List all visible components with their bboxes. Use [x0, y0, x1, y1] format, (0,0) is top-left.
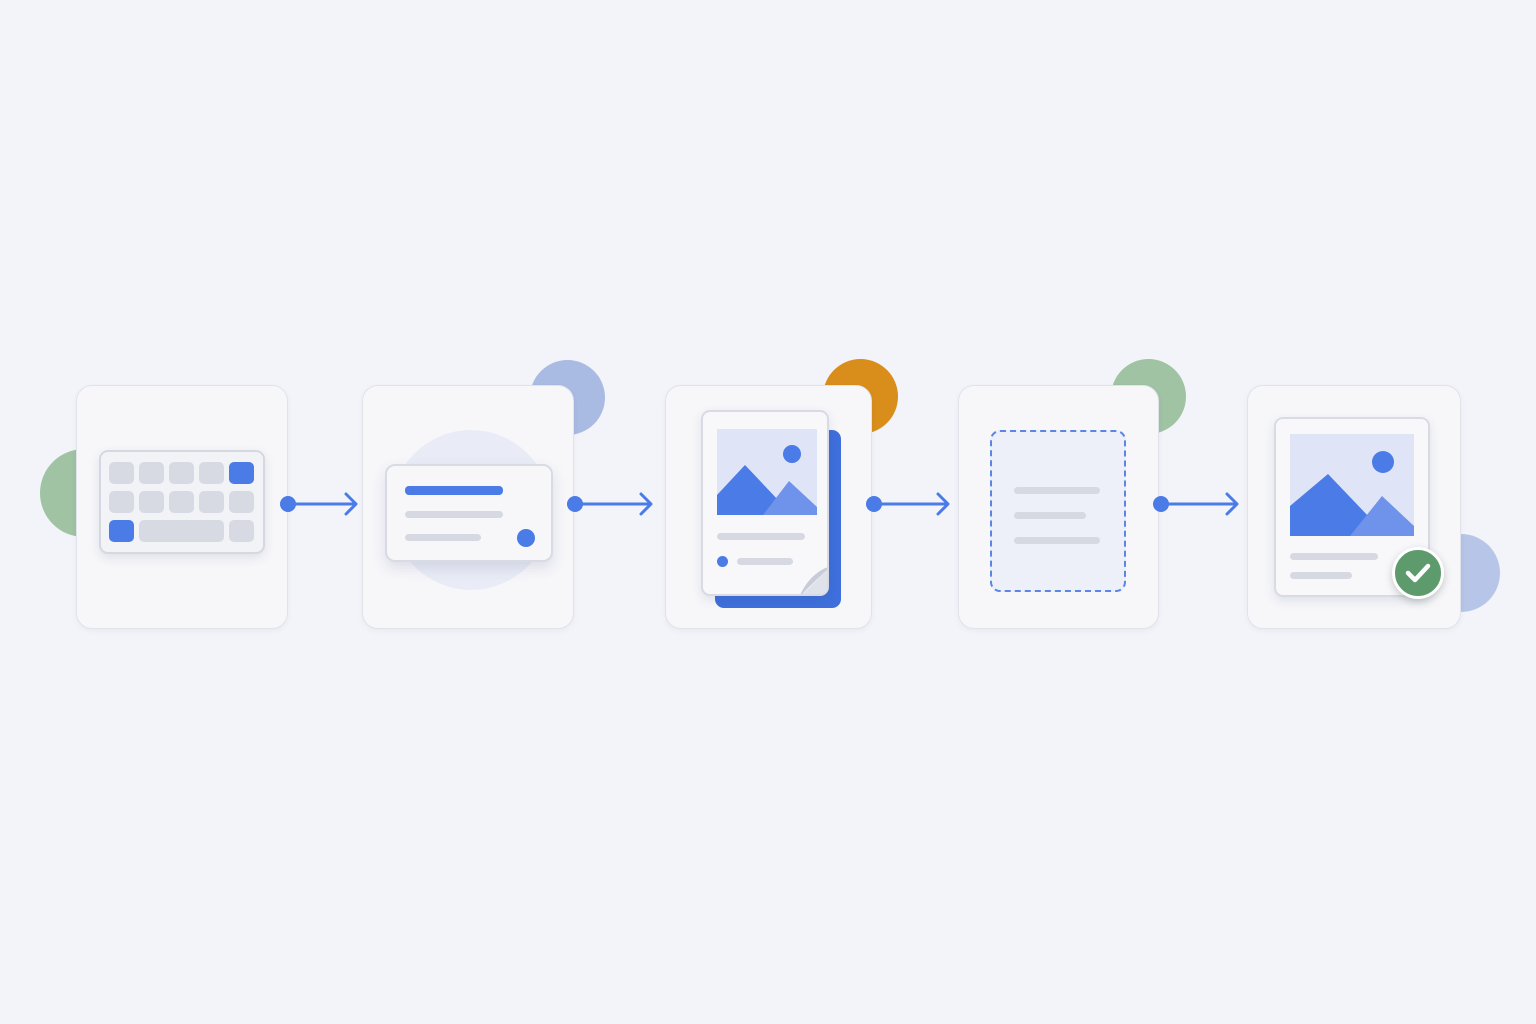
key — [199, 491, 224, 513]
document-front — [701, 410, 829, 596]
step-card-image-document — [665, 385, 872, 629]
keyboard-icon — [99, 450, 265, 554]
dot-icon — [517, 529, 535, 547]
page-curl-icon — [800, 567, 827, 594]
check-badge-icon — [1392, 547, 1444, 599]
dashed-placeholder-icon — [990, 430, 1126, 592]
arrow-right-icon — [866, 492, 950, 516]
arrow-right-icon — [1153, 492, 1239, 516]
bullet-dot — [717, 556, 728, 567]
key — [229, 491, 254, 513]
key — [199, 462, 224, 484]
key — [169, 462, 194, 484]
key-highlighted — [109, 520, 134, 542]
key — [139, 491, 164, 513]
text-line — [717, 533, 805, 540]
text-line — [737, 558, 793, 565]
key — [109, 491, 134, 513]
text-line-accent — [405, 486, 503, 495]
arrow-right-icon — [567, 492, 653, 516]
image-thumbnail-icon — [1290, 434, 1414, 536]
step-card-text — [362, 385, 574, 629]
key — [229, 520, 254, 542]
text-card-icon — [385, 464, 553, 562]
text-line — [405, 511, 503, 518]
text-line — [1014, 512, 1086, 519]
text-line — [1290, 553, 1378, 560]
text-line — [1014, 537, 1100, 544]
key-highlighted — [229, 462, 254, 484]
step-card-keyboard — [76, 385, 288, 629]
key — [169, 491, 194, 513]
step-card-verified-image — [1247, 385, 1461, 629]
key — [139, 462, 164, 484]
arrow-right-icon — [280, 492, 358, 516]
text-line — [1014, 487, 1100, 494]
step-card-placeholder — [958, 385, 1159, 629]
space-key — [139, 520, 224, 542]
key — [109, 462, 134, 484]
image-thumbnail-icon — [717, 429, 817, 515]
image-document-stack-icon — [701, 410, 841, 610]
text-line — [405, 534, 481, 541]
text-line — [1290, 572, 1352, 579]
